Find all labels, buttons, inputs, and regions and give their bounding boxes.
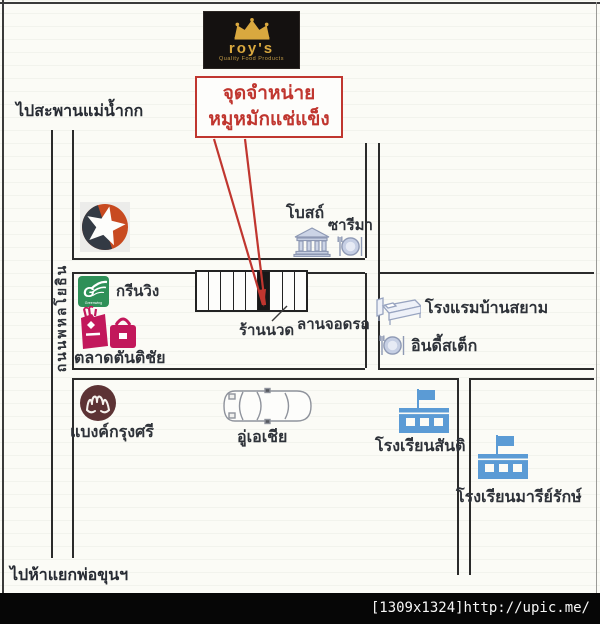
road-line	[378, 143, 380, 368]
garage-label: อู่เอเชีย	[237, 429, 288, 446]
road-line	[469, 378, 471, 575]
highlighted-shop-stall	[258, 272, 271, 310]
sarima-restaurant-icon	[337, 236, 363, 256]
shop-stall	[221, 272, 234, 310]
page-border-right	[596, 2, 597, 593]
greenwing-logo-text: Greenwing	[85, 301, 102, 305]
school-santi-icon	[399, 389, 449, 433]
greenwing-label: กรีนวิง	[116, 283, 160, 300]
car-icon	[223, 387, 312, 425]
road-line	[469, 378, 594, 380]
road-line	[72, 130, 74, 258]
roys-logo: roy's Quality Food Products	[204, 12, 299, 68]
direction-north-label: ไปสะพานแม่น้ำกก	[16, 103, 144, 120]
bed-icon	[376, 297, 421, 325]
direction-south-label: ไปห้าแยกพ่อขุนฯ	[10, 567, 129, 584]
shop-stall	[209, 272, 222, 310]
callout-line2: หมูหมักแช่แข็ง	[208, 109, 330, 130]
road-line	[457, 378, 459, 575]
page-border-left	[2, 0, 4, 593]
road-name-label: ถนนพหลโยธิน	[53, 263, 69, 373]
church-label: โบสถ์	[286, 205, 325, 222]
bank-label: แบงค์กรุงศรี	[70, 424, 154, 441]
market-label: ตลาดตันติชัย	[74, 350, 166, 367]
shop-stall	[270, 272, 283, 310]
greenwing-logo-icon: G Greenwing	[78, 276, 109, 307]
school-santi-label: โรงเรียนสันติ	[375, 438, 466, 455]
crown-icon	[234, 17, 269, 40]
page-border-top	[0, 2, 600, 4]
shopping-bags-icon	[81, 305, 136, 349]
hotel-label: โรงแรมบ้านสยาม	[425, 300, 549, 317]
shop-stall	[197, 272, 210, 310]
steak-restaurant-icon	[379, 335, 405, 355]
watermark-bar: [1309x1324]http://upic.me/	[0, 593, 600, 624]
road-line	[51, 130, 53, 558]
road-line	[365, 143, 367, 258]
parking-label: ลานจอดรถ	[297, 316, 370, 333]
sale-point-callout: จุดจำหน่าย หมูหมักแช่แข็ง	[195, 76, 343, 138]
road-line	[72, 378, 457, 380]
shop-stall-strip	[195, 270, 308, 312]
road-line	[72, 378, 74, 558]
road-line	[72, 272, 74, 368]
school-maria-icon	[478, 435, 528, 479]
watermark-text: [1309x1324]http://upic.me/	[370, 600, 590, 616]
bank-logo-icon	[80, 385, 116, 421]
brand-name: roy's	[228, 39, 275, 57]
massage-label: ร้านนวด	[239, 322, 295, 339]
brand-tagline: Quality Food Products	[219, 55, 284, 62]
callout-line1: จุดจำหน่าย	[222, 83, 316, 105]
road-line	[378, 272, 594, 274]
road-line	[378, 368, 594, 370]
road-line	[365, 273, 367, 368]
road-line	[72, 258, 365, 260]
shop-stall	[234, 272, 246, 310]
shop-stall	[295, 272, 306, 310]
steak-label: อินดี้สเต็ก	[411, 338, 478, 355]
caltex-star-icon	[80, 202, 130, 252]
shop-stall	[283, 272, 295, 310]
church-icon	[293, 227, 331, 257]
sarima-label: ซารีมา	[328, 217, 373, 234]
school-maria-label: โรงเรียนมารีย์รักษ์	[456, 489, 582, 506]
road-line	[72, 368, 365, 370]
shop-stall	[246, 272, 259, 310]
